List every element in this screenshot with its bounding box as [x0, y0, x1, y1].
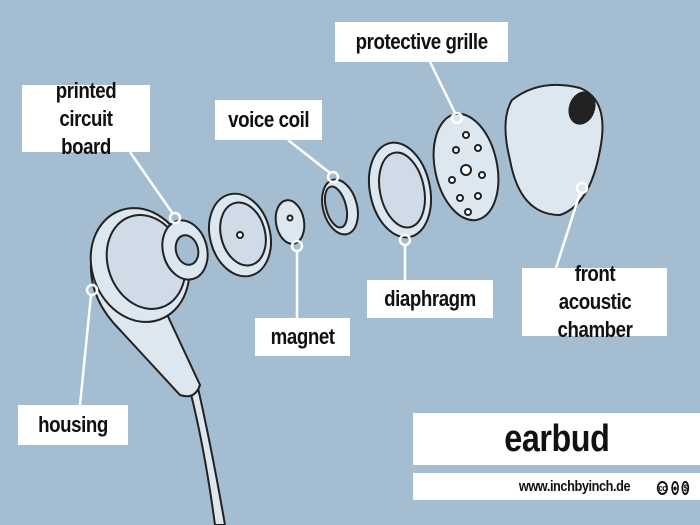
cable [188, 386, 227, 525]
magnet-part [274, 199, 306, 245]
diagram-title: earbud [413, 413, 700, 465]
license-badges: cc ● $ [657, 473, 690, 501]
label-housing: housing [18, 405, 128, 445]
label-diaphragm: diaphragm [367, 280, 493, 318]
cc-icon: cc [657, 480, 669, 495]
credit-bar: www.inchbyinch.de cc ● $ [413, 473, 700, 500]
label-protective-grille: protective grille [335, 22, 508, 62]
by-icon: ● [671, 480, 679, 495]
label-printed-circuit-board: printed circuit board [22, 78, 150, 159]
label-voice-coil: voice coil [215, 100, 322, 140]
label-front-acoustic-chamber: front acoustic chamber [522, 261, 667, 342]
nc-icon: $ [681, 480, 690, 495]
leader-lines [78, 61, 589, 406]
site-url: www.inchbyinch.de [519, 477, 631, 495]
label-magnet: magnet [255, 318, 350, 356]
